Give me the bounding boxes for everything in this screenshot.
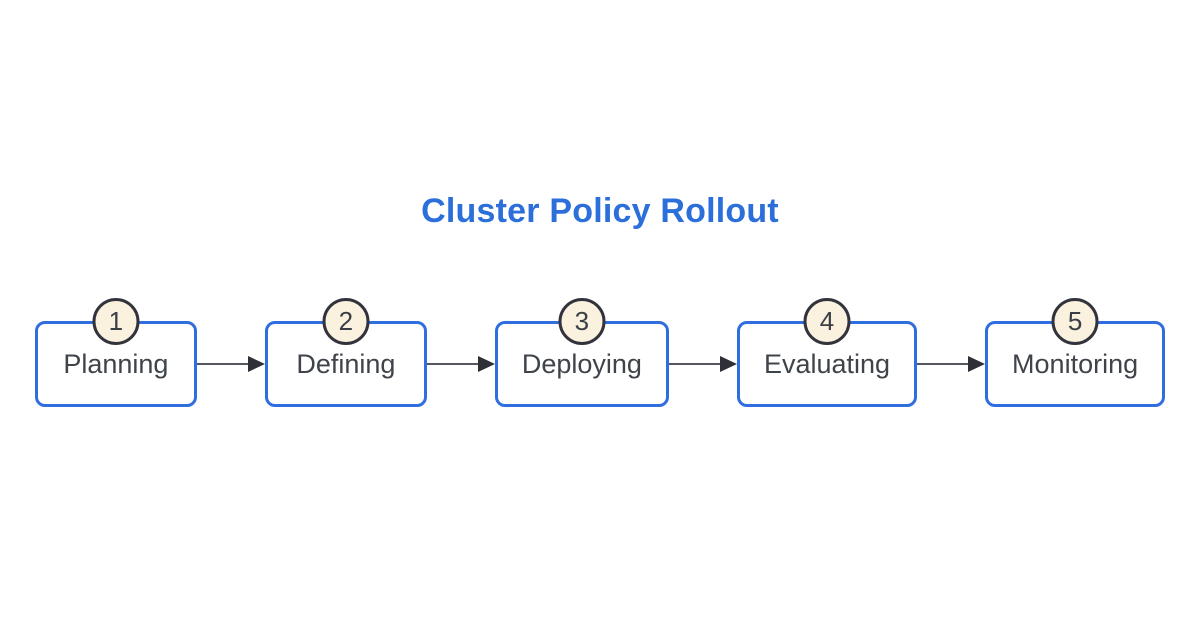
step-defining: 2 Defining	[264, 298, 427, 407]
step-label: Evaluating	[763, 348, 891, 379]
arrow-connector	[668, 355, 737, 373]
step-number: 3	[574, 306, 590, 336]
arrow-line	[917, 363, 969, 365]
arrow-head-icon	[968, 356, 986, 372]
step-number: 4	[819, 306, 835, 336]
process-flow: 1 Planning 2 Defining 3 Deploying	[0, 298, 1200, 407]
step-monitoring: 5 Monitoring	[985, 298, 1166, 407]
step-evaluating: 4 Evaluating	[736, 298, 918, 407]
step-number: 2	[338, 306, 354, 336]
step-number-badge: 4	[803, 298, 851, 345]
arrow-line	[426, 363, 478, 365]
step-number-badge: 3	[558, 298, 606, 345]
arrow-connector	[917, 355, 986, 373]
step-label: Planning	[63, 348, 169, 379]
step-label: Defining	[296, 348, 396, 379]
step-label: Monitoring	[1012, 348, 1139, 379]
arrow-head-icon	[719, 356, 737, 372]
step-label: Deploying	[521, 348, 642, 379]
arrow-head-icon	[247, 356, 265, 372]
step-number: 5	[1067, 306, 1083, 336]
step-number-badge: 5	[1051, 298, 1099, 345]
arrow-line	[668, 363, 720, 365]
arrow-head-icon	[477, 356, 495, 372]
step-number-badge: 1	[92, 298, 140, 345]
step-deploying: 3 Deploying	[494, 298, 669, 407]
arrow-connector	[426, 355, 495, 373]
diagram-title: Cluster Policy Rollout	[421, 192, 779, 230]
arrow-connector	[196, 355, 265, 373]
step-number: 1	[108, 306, 124, 336]
step-planning: 1 Planning	[34, 298, 197, 407]
arrow-line	[196, 363, 248, 365]
step-number-badge: 2	[322, 298, 370, 345]
